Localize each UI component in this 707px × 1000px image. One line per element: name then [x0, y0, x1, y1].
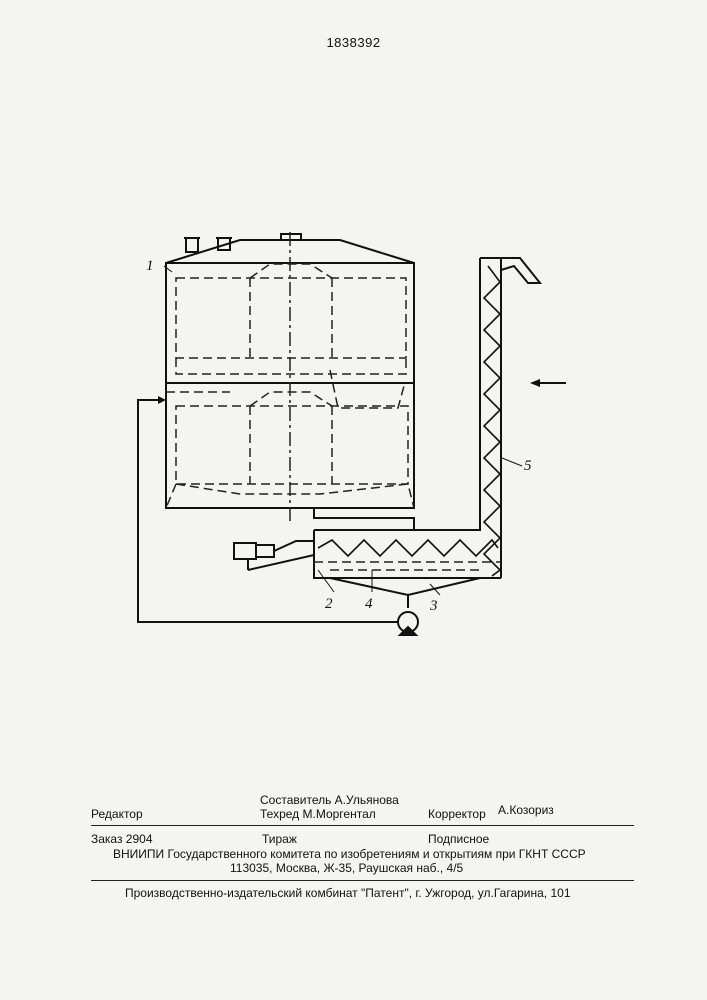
collection-hopper: [330, 578, 480, 595]
rule-top: [91, 825, 634, 826]
recirculation-line: [138, 400, 398, 622]
subscription: Подписное: [428, 832, 489, 846]
techred: Техред М.Моргентал: [260, 807, 376, 821]
editor-label: Редактор: [91, 807, 143, 821]
transfer-duct: [314, 258, 480, 530]
label-5: 5: [524, 458, 532, 474]
label-2: 2: [325, 596, 333, 612]
corrector-name: А.Козориз: [498, 803, 554, 817]
drive-belt: [248, 555, 314, 578]
drive-motor: [234, 543, 256, 559]
elevator-screw: [484, 266, 500, 576]
roof-cap: [281, 234, 301, 240]
label-4: 4: [365, 596, 373, 612]
label-1: 1: [146, 258, 154, 274]
publisher: Производственно-издательский комбинат "П…: [125, 886, 571, 900]
compiler: Составитель А.Ульянова: [260, 793, 399, 807]
label-3: 3: [429, 598, 438, 614]
reference-labels: 1 2 4 3 5: [146, 258, 532, 614]
circulation: Тираж: [262, 832, 297, 846]
conveyor-screw: [318, 540, 498, 556]
discharge-chute: [501, 258, 540, 283]
corrector-label: Корректор: [428, 807, 486, 821]
exhaust-pipe-left: [186, 238, 198, 252]
rule-bottom: [91, 880, 634, 881]
order: Заказ 2904: [91, 832, 153, 846]
institution: ВНИИПИ Государственного комитета по изоб…: [113, 847, 586, 861]
address: 113035, Москва, Ж-35, Раушская наб., 4/5: [230, 861, 463, 875]
